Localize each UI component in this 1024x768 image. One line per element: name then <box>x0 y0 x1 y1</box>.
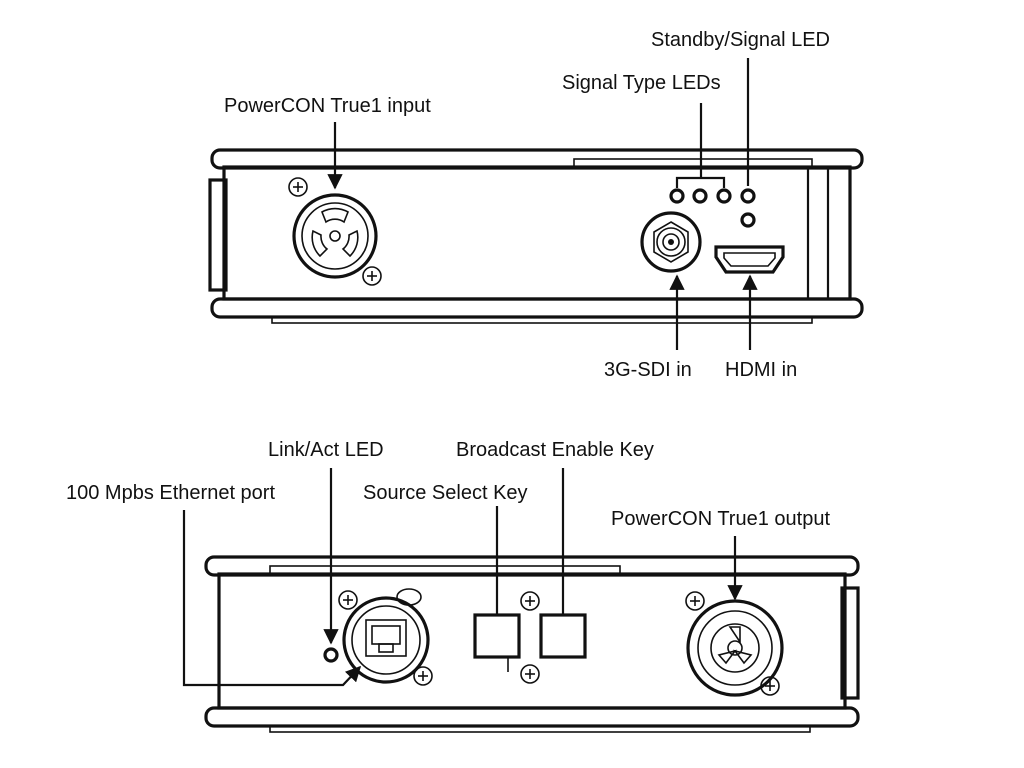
label-sdi-in: 3G-SDI in <box>604 359 692 381</box>
label-powercon-input: PowerCON True1 input <box>224 95 431 117</box>
standby-signal-led <box>740 188 756 204</box>
bottom-panel: Link/Act LED Broadcast Enable Key 100 Mp… <box>66 439 860 733</box>
bottom-bottom-rail <box>204 706 860 728</box>
rj45-port-icon <box>338 588 433 686</box>
source-select-key <box>473 613 521 659</box>
bottom-body <box>217 572 847 710</box>
led-icon <box>716 188 732 204</box>
link-act-led <box>323 647 339 663</box>
screw-icon <box>520 664 540 684</box>
powercon-connector-icon <box>686 599 784 697</box>
led-icon <box>692 188 708 204</box>
bottom-right-tab <box>840 586 860 700</box>
bnc-connector-icon <box>640 211 702 273</box>
top-foot <box>271 316 813 324</box>
leader-ethernet <box>182 510 362 687</box>
top-bottom-rail <box>210 297 864 319</box>
label-link-act-led: Link/Act LED <box>268 439 384 461</box>
top-left-tab <box>208 178 228 292</box>
screw-icon <box>520 591 540 611</box>
led-icon <box>669 188 685 204</box>
bottom-foot <box>269 725 811 733</box>
leader-signal-type-bracket <box>675 176 726 188</box>
screw-icon <box>338 590 358 610</box>
powercon-output-connector <box>685 591 784 697</box>
label-broadcast-enable-key: Broadcast Enable Key <box>456 439 654 461</box>
label-standby-signal-led: Standby/Signal LED <box>651 29 830 51</box>
screw-icon <box>288 177 308 197</box>
label-ethernet-port: 100 Mpbs Ethernet port <box>66 482 275 504</box>
led-icon <box>740 212 756 228</box>
label-powercon-output: PowerCON True1 output <box>611 508 830 530</box>
label-source-select-key: Source Select Key <box>363 482 528 504</box>
screw-icon <box>413 666 433 686</box>
label-hdmi-in: HDMI in <box>725 359 797 381</box>
top-panel: PowerCON True1 input Signal Type LEDs St… <box>208 29 864 381</box>
label-signal-type-leds: Signal Type LEDs <box>562 72 721 94</box>
screw-icon <box>685 591 705 611</box>
broadcast-enable-key <box>539 613 587 659</box>
powercon-input-connector <box>288 177 382 286</box>
hdmi-port-icon <box>714 245 785 274</box>
powercon-connector-icon <box>292 193 378 279</box>
screw-icon <box>362 266 382 286</box>
signal-type-leds <box>669 188 732 204</box>
